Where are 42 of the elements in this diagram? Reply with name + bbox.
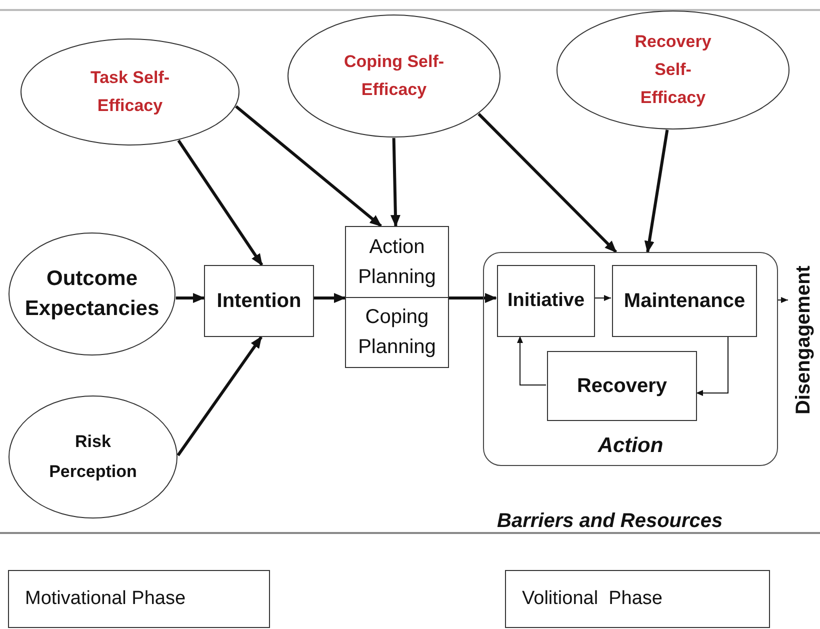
node-label: Outcome Expectancies (24, 266, 160, 322)
node-label: Recovery Self-Efficacy (634, 31, 712, 109)
phase-box (8, 570, 270, 628)
arrow (235, 105, 382, 228)
group-box (483, 252, 778, 466)
arrow (594, 295, 612, 301)
ellipse-node (8, 395, 178, 519)
process-box (345, 226, 449, 368)
arrow (778, 297, 788, 303)
node-label: Maintenance (624, 289, 746, 314)
phase-box (505, 570, 770, 628)
arrow (177, 140, 264, 266)
node-label: Recovery (576, 374, 668, 399)
node-label: Coping Planning (357, 305, 437, 360)
node-label: Disengagement (791, 266, 815, 414)
ellipse-node (287, 14, 501, 138)
node-label: Intention (216, 289, 302, 314)
arrow (644, 130, 669, 253)
arrow (176, 336, 263, 456)
node-label: Action Planning (357, 234, 437, 290)
node-label: Task Self-Efficacy (89, 67, 171, 117)
arrow (696, 336, 728, 396)
process-box (497, 265, 595, 337)
arrow (314, 293, 346, 303)
process-box (612, 265, 757, 337)
node-label: Action (598, 432, 664, 458)
node-label: Initiative (507, 288, 585, 313)
ellipse-node (20, 38, 240, 146)
arrow (478, 112, 618, 254)
arrow (390, 138, 400, 227)
arrow (176, 293, 205, 303)
node-label: Motivational Phase (25, 586, 186, 611)
process-box (204, 265, 314, 337)
arrow (449, 293, 497, 303)
ellipse-node (8, 232, 176, 356)
section-label: Barriers and Resources (497, 509, 723, 534)
node-label: Volitional Phase (522, 586, 662, 611)
node-label: Coping Self-Efficacy (343, 51, 445, 101)
ellipse-node (556, 10, 790, 130)
arrow (517, 336, 546, 386)
node-label: Risk Perception (48, 431, 138, 483)
process-box (547, 351, 697, 421)
